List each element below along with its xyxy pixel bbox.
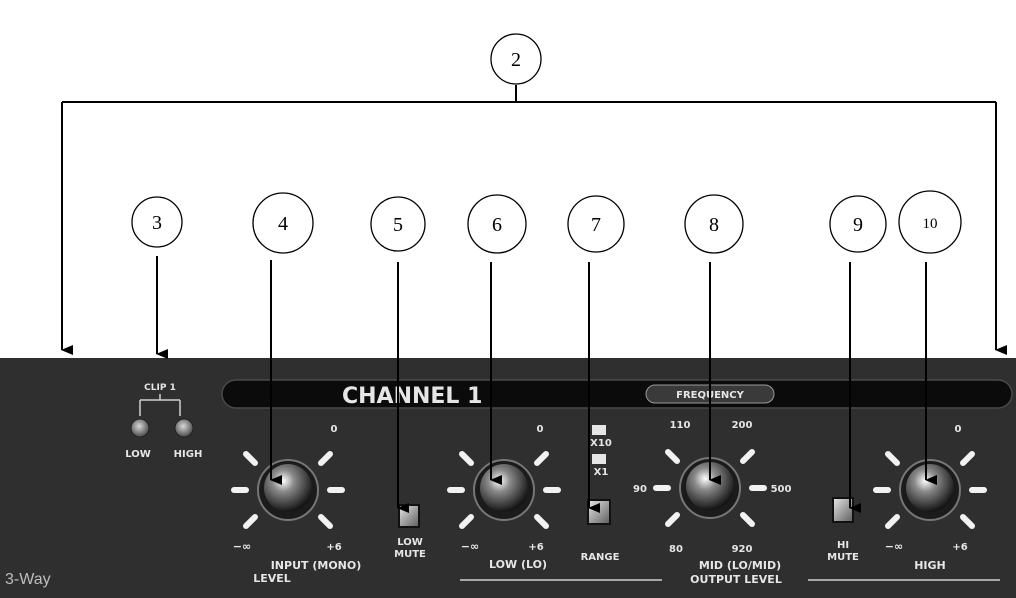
low-mute-button[interactable] <box>398 504 420 528</box>
clip-led-low <box>130 418 150 438</box>
callout-2-bracket <box>62 85 996 103</box>
callout-8-number: 8 <box>709 214 719 236</box>
hi-mute-label-line2: MUTE <box>827 552 859 563</box>
high-knob-max-label: +6 <box>952 542 967 553</box>
output-level-label: OUTPUT LEVEL <box>690 573 782 586</box>
callout-6-number: 6 <box>492 214 502 236</box>
low-knob-label: LOW (LO) <box>489 558 547 571</box>
channel-title: CHANNEL 1 <box>342 384 482 409</box>
mid-knob-label: MID (LO/MID) <box>699 559 781 572</box>
mid-knob-90-label: 90 <box>633 484 647 495</box>
input-knob-max-label: +6 <box>326 542 341 553</box>
callout-3-number: 3 <box>152 212 162 234</box>
low-knob-min-label: −∞ <box>461 540 479 553</box>
clip-low-label: LOW <box>125 449 151 460</box>
input-knob-min-label: −∞ <box>233 540 251 553</box>
high-knob-top-label: 0 <box>955 424 962 435</box>
mid-knob-80-label: 80 <box>669 544 683 555</box>
input-knob-top-label: 0 <box>331 424 338 435</box>
input-level-label-line2: LEVEL <box>253 572 291 585</box>
callout-6-circle <box>467 194 527 254</box>
callout-3-circle <box>131 196 183 248</box>
range-x10-label: X10 <box>590 438 612 449</box>
clip-high-label: HIGH <box>174 449 203 460</box>
low-knob-max-label: +6 <box>528 542 543 553</box>
clip-indicator: CLIP 1 LOW HIGH <box>125 383 202 460</box>
hi-mute-label-line1: HI <box>837 540 849 551</box>
callout-8-circle <box>684 194 744 254</box>
callout-10-circle <box>898 190 962 254</box>
callout-5-circle <box>370 196 426 252</box>
mid-knob-920-label: 920 <box>732 544 753 555</box>
callout-4-circle <box>252 192 314 254</box>
callout-overlay: 2 3 4 5 6 7 8 9 10 <box>61 33 1007 513</box>
callout-2-circle <box>490 33 542 85</box>
range-x1-label: X1 <box>594 467 609 478</box>
callout-9-number: 9 <box>853 214 863 236</box>
clip-led-high <box>174 418 194 438</box>
high-knob[interactable] <box>873 451 987 529</box>
mid-knob-500-label: 500 <box>771 484 792 495</box>
mid-knob-110-label: 110 <box>670 420 691 431</box>
clip-title: CLIP 1 <box>144 383 176 393</box>
callout-9-circle <box>829 195 887 253</box>
low-knob-top-label: 0 <box>537 424 544 435</box>
input-level-label-line1: INPUT (MONO) <box>271 559 362 572</box>
mid-knob[interactable] <box>653 449 767 527</box>
high-knob-min-label: −∞ <box>885 540 903 553</box>
range-button[interactable] <box>587 499 611 525</box>
low-mute-label-line2: MUTE <box>394 549 426 560</box>
device-panel: CHANNEL 1 FREQUENCY 3-Way CLIP 1 LOW HIG… <box>0 358 1016 598</box>
callout-10-number: 10 <box>923 216 938 232</box>
low-mute-label-line1: LOW <box>397 537 423 548</box>
callout-5-number: 5 <box>393 214 403 236</box>
range-x10-indicator <box>592 425 606 435</box>
brand-fragment: 3-Way <box>5 571 51 588</box>
callout-2-number: 2 <box>511 49 521 71</box>
callout-7-circle <box>567 195 625 253</box>
clip-bracket <box>139 394 181 416</box>
callout-7-number: 7 <box>591 214 601 236</box>
mid-knob-200-label: 200 <box>732 420 753 431</box>
range-label: RANGE <box>581 552 620 563</box>
callout-4-number: 4 <box>278 213 288 235</box>
channel-title-bar <box>221 379 1013 409</box>
high-knob-label: HIGH <box>914 559 946 572</box>
range-x1-indicator <box>592 454 606 464</box>
